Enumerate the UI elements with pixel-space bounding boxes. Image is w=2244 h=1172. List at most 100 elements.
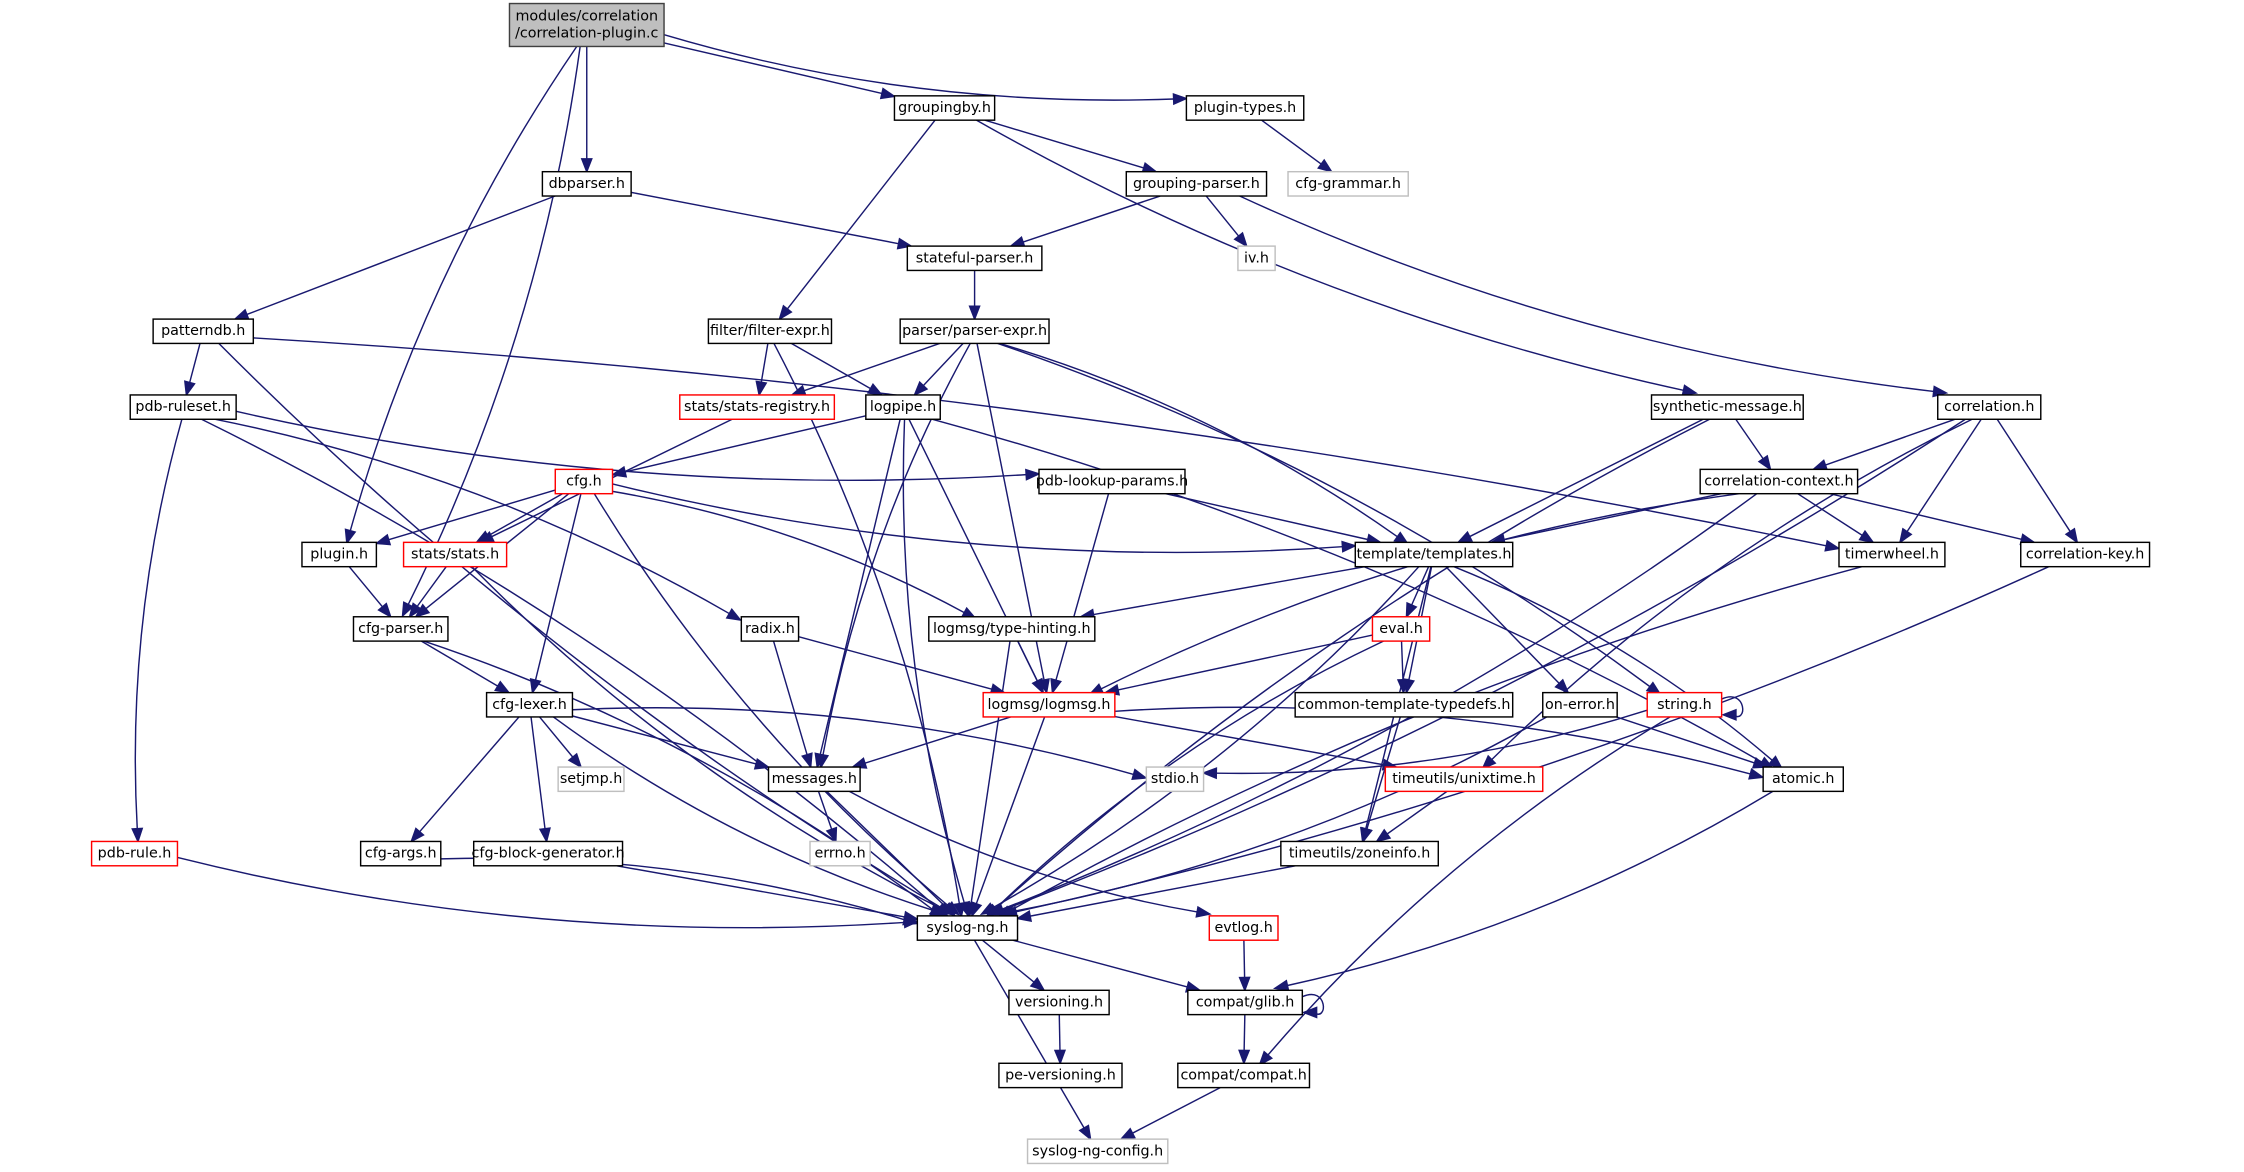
node-logpipe[interactable]: logpipe.h xyxy=(865,394,941,420)
node-versioning[interactable]: versioning.h xyxy=(1008,989,1110,1016)
node-box xyxy=(1177,1062,1311,1089)
edge-line xyxy=(981,939,1035,983)
node-logmsg[interactable]: logmsg/logmsg.h xyxy=(982,691,1116,718)
edge-line xyxy=(1445,566,1560,684)
node-pdbrule[interactable]: pdb-rule.h xyxy=(90,840,179,867)
node-compatglib[interactable]: compat/glib.h xyxy=(1187,989,1304,1016)
node-label: setjmp.h xyxy=(560,771,622,787)
node-statsregistry[interactable]: stats/stats-registry.h xyxy=(679,394,836,420)
node-radix[interactable]: radix.h xyxy=(740,616,800,642)
edge-line xyxy=(760,343,769,383)
arrowhead-icon xyxy=(1751,756,1769,769)
node-box xyxy=(1145,766,1205,793)
edge-line xyxy=(134,419,183,829)
node-correlationcontext[interactable]: correlation-context.h xyxy=(1699,468,1859,495)
edge-cfgparser-to-cfglexer xyxy=(421,640,511,694)
node-label: syslog-ng.h xyxy=(926,920,1008,936)
node-box xyxy=(679,394,836,420)
node-box xyxy=(1294,691,1514,718)
node-stats[interactable]: stats/stats.h xyxy=(402,541,508,568)
node-cfgparser[interactable]: cfg-parser.h xyxy=(352,616,449,642)
arrowhead-icon xyxy=(474,530,492,544)
node-cfggrammar[interactable]: cfg-grammar.h xyxy=(1287,170,1409,197)
node-plugintypes[interactable]: plugin-types.h xyxy=(1185,95,1305,121)
node-patterndb[interactable]: patterndb.h xyxy=(152,318,255,345)
edge-cfglexer-to-syslogng xyxy=(552,716,947,916)
arrowhead-icon xyxy=(725,607,743,621)
node-correlationkey[interactable]: correlation-key.h xyxy=(2020,541,2151,568)
node-stdio[interactable]: stdio.h xyxy=(1145,766,1205,793)
edge-line xyxy=(1093,565,1366,616)
node-root[interactable]: modules/correlation/correlation-plugin.c xyxy=(508,2,665,48)
node-correlation[interactable]: correlation.h xyxy=(1937,394,2042,420)
arrowhead-icon xyxy=(1238,976,1251,993)
node-peversioning[interactable]: pe-versioning.h xyxy=(998,1062,1123,1089)
edge-typehinting-to-logmsg xyxy=(1017,640,1044,695)
node-compatcompat[interactable]: compat/compat.h xyxy=(1177,1062,1311,1089)
edge-stringh-to-stringh xyxy=(1721,696,1744,721)
node-groupingparser[interactable]: grouping-parser.h xyxy=(1125,170,1268,197)
arrowhead-icon xyxy=(968,305,981,322)
node-evtlog[interactable]: evtlog.h xyxy=(1208,915,1279,941)
node-box xyxy=(740,616,800,642)
node-box xyxy=(1125,170,1268,197)
edge-eval-to-commontypedefs xyxy=(1396,641,1410,695)
node-cfgh[interactable]: cfg.h xyxy=(554,468,614,495)
node-ivh[interactable]: iv.h xyxy=(1237,245,1276,272)
edge-groupingparser-to-statefulparser xyxy=(1008,195,1161,248)
edge-line xyxy=(572,715,757,765)
arrowhead-icon xyxy=(902,910,920,923)
node-label: stdio.h xyxy=(1151,771,1199,787)
edge-line xyxy=(970,640,1011,904)
node-label: cfg-lexer.h xyxy=(492,697,567,713)
arrowhead-icon xyxy=(1078,1124,1092,1141)
edge-line xyxy=(421,640,499,687)
edge-root-to-pluginh xyxy=(344,46,578,545)
node-label: compat/compat.h xyxy=(1180,1067,1306,1083)
node-filterexpr[interactable]: filter/filter-expr.h xyxy=(707,318,833,345)
node-eval[interactable]: eval.h xyxy=(1371,616,1431,642)
node-cfglexer[interactable]: cfg-lexer.h xyxy=(485,691,574,718)
node-pdblookupparams[interactable]: pdb-lookup-params.h xyxy=(1036,468,1188,495)
edge-line xyxy=(999,342,1398,538)
node-label: synthetic-message.h xyxy=(1653,399,1802,415)
node-atomic[interactable]: atomic.h xyxy=(1762,766,1845,793)
node-syslogng[interactable]: syslog-ng.h xyxy=(916,915,1019,941)
node-syntheticmessage[interactable]: synthetic-message.h xyxy=(1650,394,1804,420)
node-parserexpr[interactable]: parser/parser-expr.h xyxy=(899,318,1050,345)
node-box xyxy=(928,616,1096,642)
node-groupingby[interactable]: groupingby.h xyxy=(893,95,996,121)
node-onerror[interactable]: on-error.h xyxy=(1542,691,1618,718)
edge-cfglexer-to-setjmp xyxy=(539,716,583,769)
node-setjmp[interactable]: setjmp.h xyxy=(557,766,625,793)
node-timerwheel[interactable]: timerwheel.h xyxy=(1838,541,1946,568)
arrowhead-icon xyxy=(1008,236,1026,248)
node-unixtime[interactable]: timeutils/unixtime.h xyxy=(1384,766,1544,793)
edge-line xyxy=(407,46,581,605)
node-label: filter/filter-expr.h xyxy=(710,323,830,339)
node-label: plugin.h xyxy=(310,547,368,563)
node-typehinting[interactable]: logmsg/type-hinting.h xyxy=(928,616,1096,642)
edge-line xyxy=(849,790,1198,913)
node-pdbruleset[interactable]: pdb-ruleset.h xyxy=(129,394,237,420)
node-syslogngconfig[interactable]: syslog-ng-config.h xyxy=(1026,1138,1169,1165)
node-errno[interactable]: errno.h xyxy=(809,840,871,867)
edge-filterexpr-to-logpipe xyxy=(790,342,884,396)
node-statefulparser[interactable]: stateful-parser.h xyxy=(906,245,1043,272)
edge-line xyxy=(1386,790,1448,835)
node-zoneinfo[interactable]: timeutils/zoneinfo.h xyxy=(1280,840,1439,867)
node-stringh[interactable]: string.h xyxy=(1646,691,1723,718)
arrowhead-icon xyxy=(1053,1049,1067,1066)
node-cfgargs[interactable]: cfg-args.h xyxy=(359,840,442,867)
node-cfgblockgen[interactable]: cfg-block-generator.h xyxy=(472,840,625,867)
node-pluginh[interactable]: plugin.h xyxy=(301,541,378,568)
node-messages[interactable]: messages.h xyxy=(767,766,861,793)
node-label: patterndb.h xyxy=(161,323,245,339)
node-commontypedefs[interactable]: common-template-typedefs.h xyxy=(1294,691,1514,718)
arrowhead-icon xyxy=(1721,708,1737,721)
node-dbparser[interactable]: dbparser.h xyxy=(541,170,632,197)
edge-cfgh-to-syslogng xyxy=(593,493,960,916)
node-templates[interactable]: template/templates.h xyxy=(1354,541,1514,568)
arrowhead-icon xyxy=(1481,754,1497,771)
edge-syslogng-to-versioning xyxy=(981,939,1046,992)
